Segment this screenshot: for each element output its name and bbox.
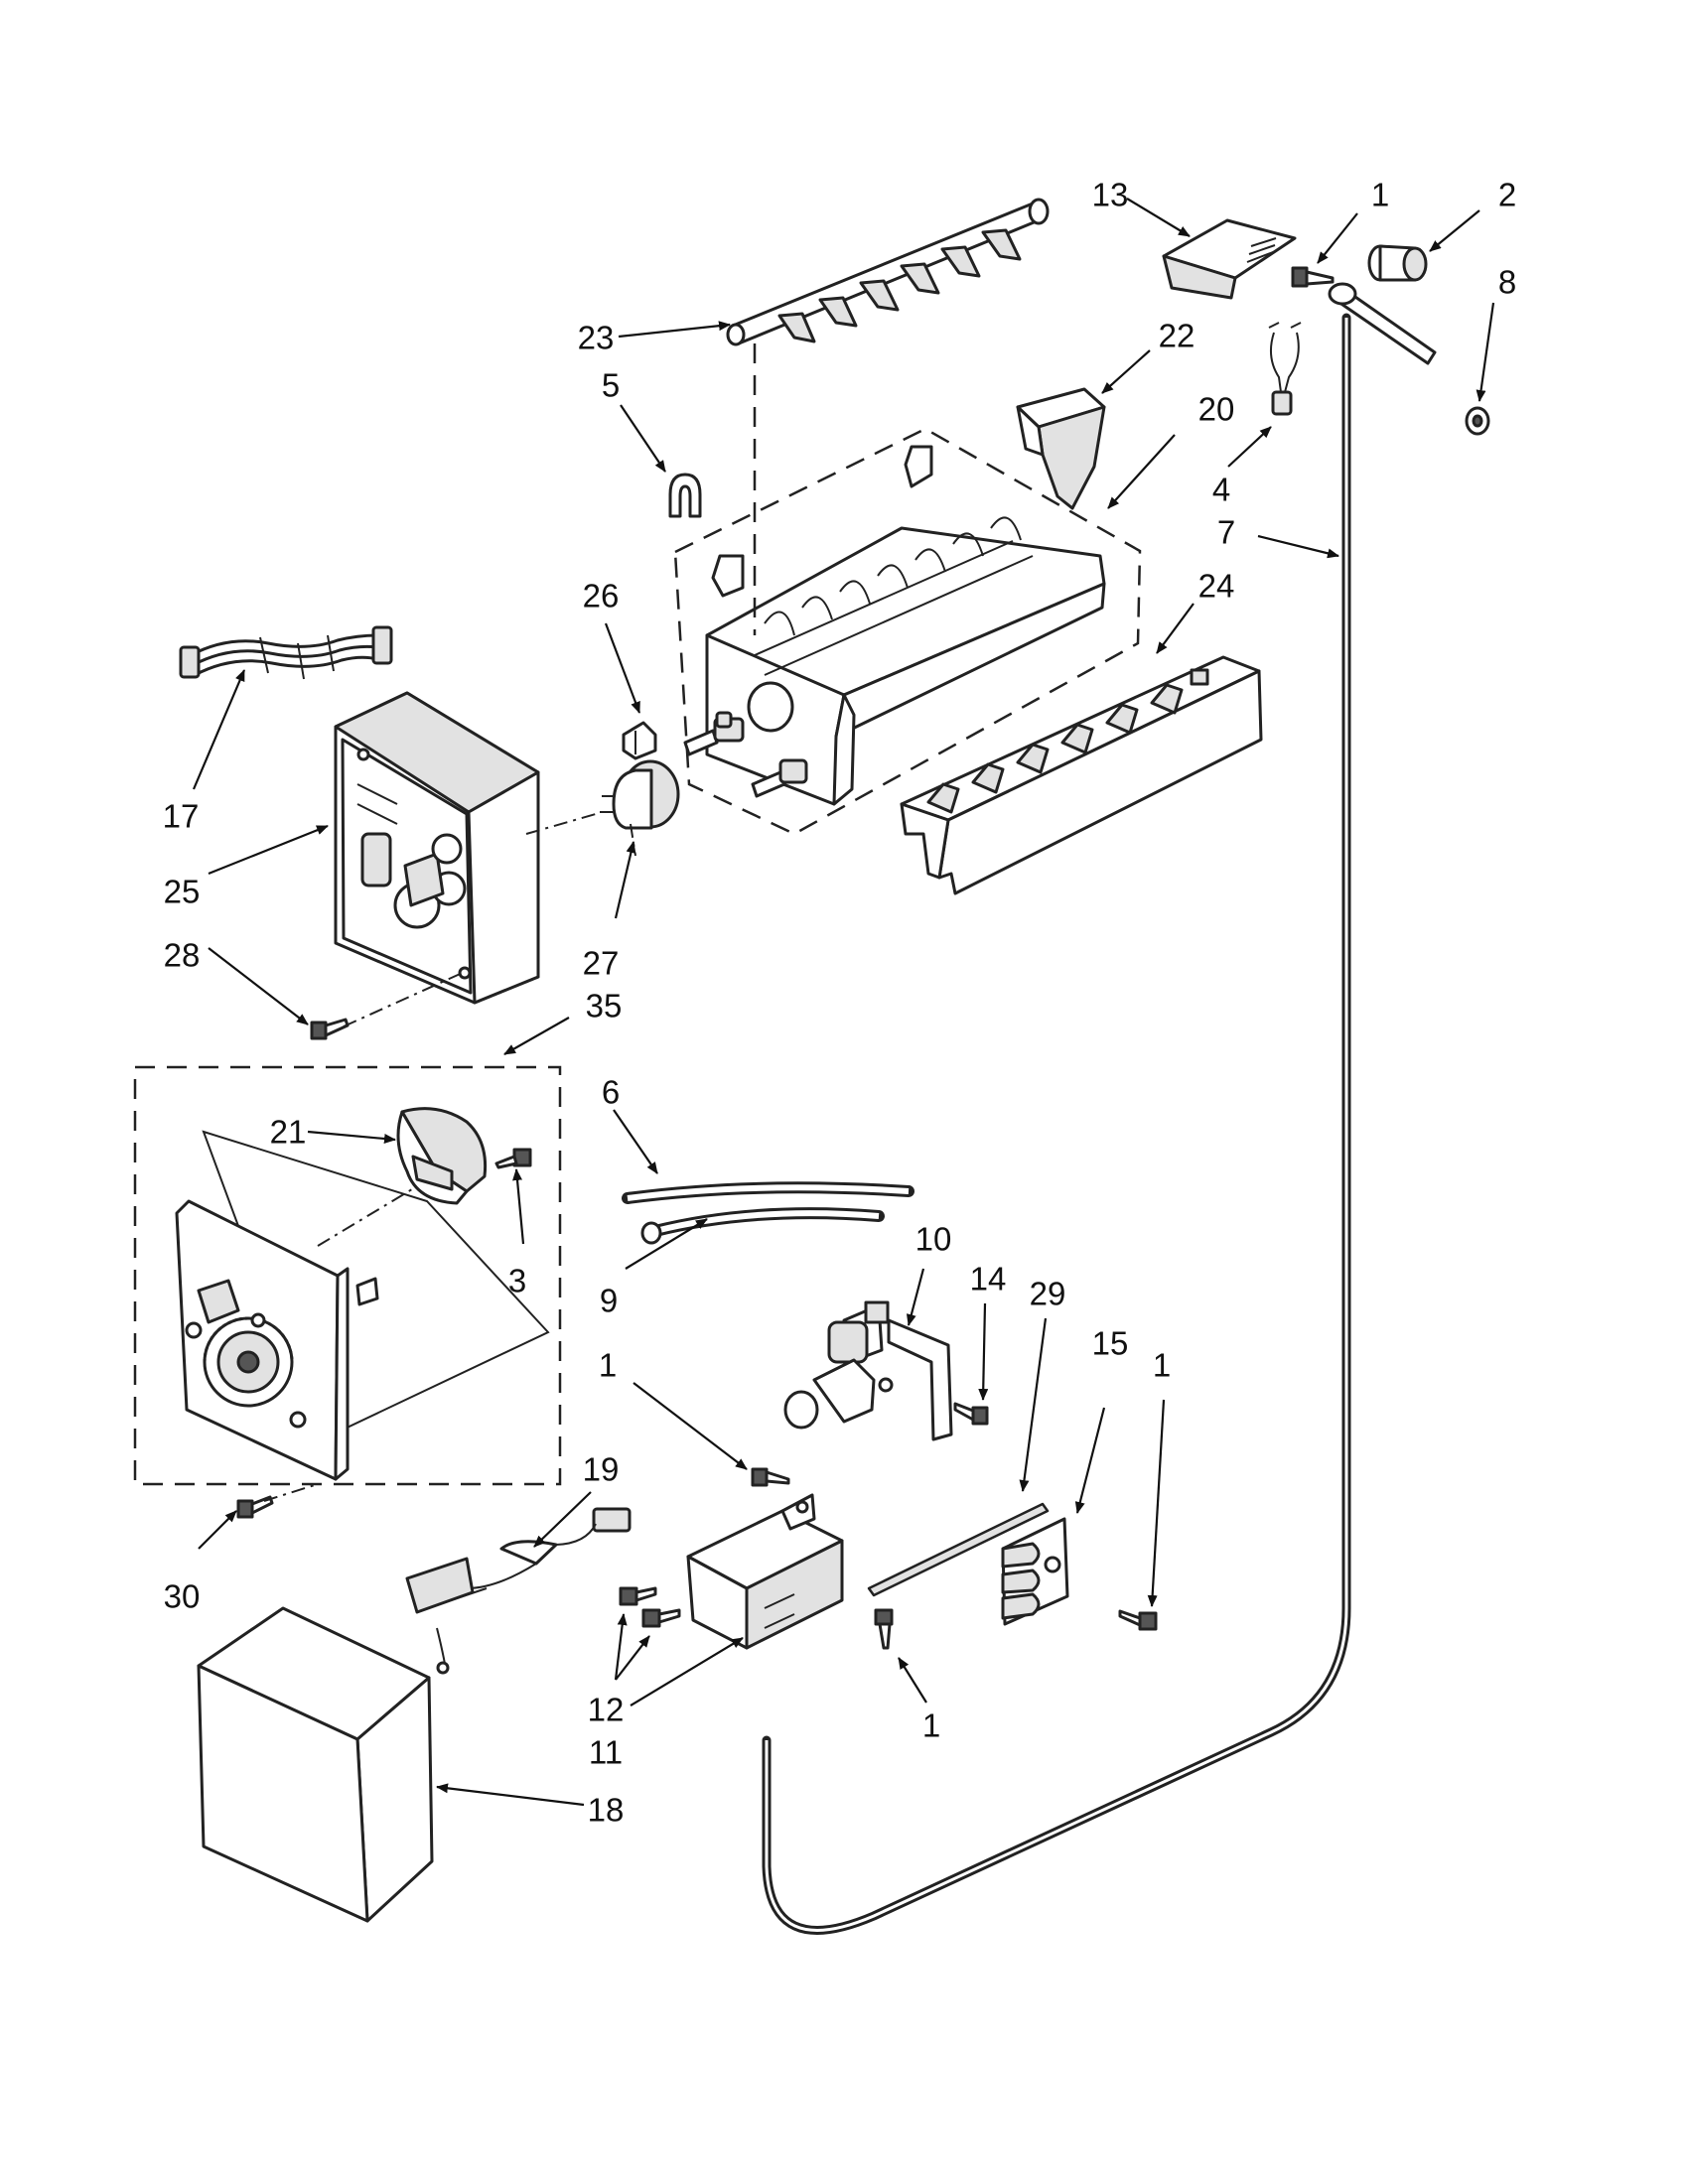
washer-part <box>1465 406 1490 436</box>
module-assembly-part <box>175 1199 379 1481</box>
callout-17: 17 <box>163 798 200 835</box>
water-valve-part <box>783 1300 953 1441</box>
callout-23: 23 <box>578 320 615 356</box>
callout-19: 19 <box>583 1451 620 1488</box>
wire-harness-part-19 <box>405 1507 632 1675</box>
callout-leaders <box>192 198 1495 1807</box>
water-fill-cup-part-22 <box>1016 387 1106 510</box>
callout-10: 10 <box>915 1221 952 1258</box>
callout-14: 14 <box>970 1261 1007 1297</box>
callout-6: 6 <box>602 1074 620 1111</box>
callout-1a: 1 <box>1371 177 1389 213</box>
bracket-part-13 <box>1162 218 1297 300</box>
heater-part <box>867 1502 1050 1597</box>
module-assembly-boundary <box>133 1065 562 1486</box>
cover-part <box>197 1606 434 1923</box>
heater-clip-part <box>1001 1517 1069 1626</box>
callout-2: 2 <box>1498 177 1516 213</box>
callout-20: 20 <box>1198 391 1235 428</box>
callout-30: 30 <box>164 1578 201 1615</box>
clip-part-5 <box>668 473 702 518</box>
control-module-housing <box>334 691 540 1005</box>
callout-5: 5 <box>602 367 620 404</box>
callout-1c: 1 <box>1153 1347 1171 1384</box>
ice-stripper-part <box>900 655 1263 895</box>
callout-4: 4 <box>1212 472 1230 508</box>
tube-part-6 <box>622 1181 914 1204</box>
clip-part-26 <box>622 721 657 760</box>
callout-35: 35 <box>586 988 623 1024</box>
wire-harness-part <box>179 625 393 680</box>
thermostat-part <box>1268 322 1302 416</box>
screw-part-28 <box>310 1018 350 1040</box>
tube-part-9 <box>640 1207 885 1245</box>
callout-24: 24 <box>1198 568 1235 605</box>
screw-part-14 <box>953 1402 989 1426</box>
ice-mold-part <box>683 445 1106 806</box>
mounting-bracket-part <box>686 1493 844 1650</box>
callout-22: 22 <box>1159 318 1196 354</box>
mold-assembly-boundary <box>673 427 1142 836</box>
screw-part-3 <box>494 1148 532 1169</box>
callout-29: 29 <box>1030 1276 1066 1312</box>
callout-26: 26 <box>583 578 620 614</box>
fill-cup-part <box>1367 244 1428 282</box>
callout-25: 25 <box>164 874 201 910</box>
motor-part <box>396 1107 488 1205</box>
callout-7: 7 <box>1217 514 1235 551</box>
screw-part-12a <box>619 1586 657 1606</box>
callout-1d: 1 <box>922 1707 940 1744</box>
screw-part-1a <box>1291 266 1335 288</box>
callout-9: 9 <box>600 1283 618 1319</box>
callout-12: 12 <box>588 1692 625 1728</box>
callout-21: 21 <box>270 1114 307 1151</box>
callout-13: 13 <box>1092 177 1129 213</box>
callout-8: 8 <box>1498 264 1516 301</box>
fill-cup-tube-part <box>1328 282 1437 365</box>
water-fill-tube <box>762 313 1351 1935</box>
screw-part-1b <box>751 1467 790 1487</box>
ejector-part <box>726 198 1050 346</box>
screw-part-1d <box>874 1608 894 1650</box>
callout-11: 11 <box>589 1734 623 1771</box>
callout-labels: 1 2 8 13 23 22 20 5 4 7 26 24 17 25 27 2… <box>163 177 1517 1829</box>
callout-18: 18 <box>588 1792 625 1829</box>
callout-27: 27 <box>583 945 620 982</box>
screw-part-1c <box>1118 1609 1158 1631</box>
callout-3: 3 <box>508 1263 526 1299</box>
callout-15: 15 <box>1092 1325 1129 1362</box>
screw-part-12b <box>641 1608 681 1628</box>
callout-28: 28 <box>164 937 201 974</box>
callout-1b: 1 <box>599 1347 617 1384</box>
cam-part <box>600 759 680 830</box>
alignment-lines <box>263 343 757 1502</box>
